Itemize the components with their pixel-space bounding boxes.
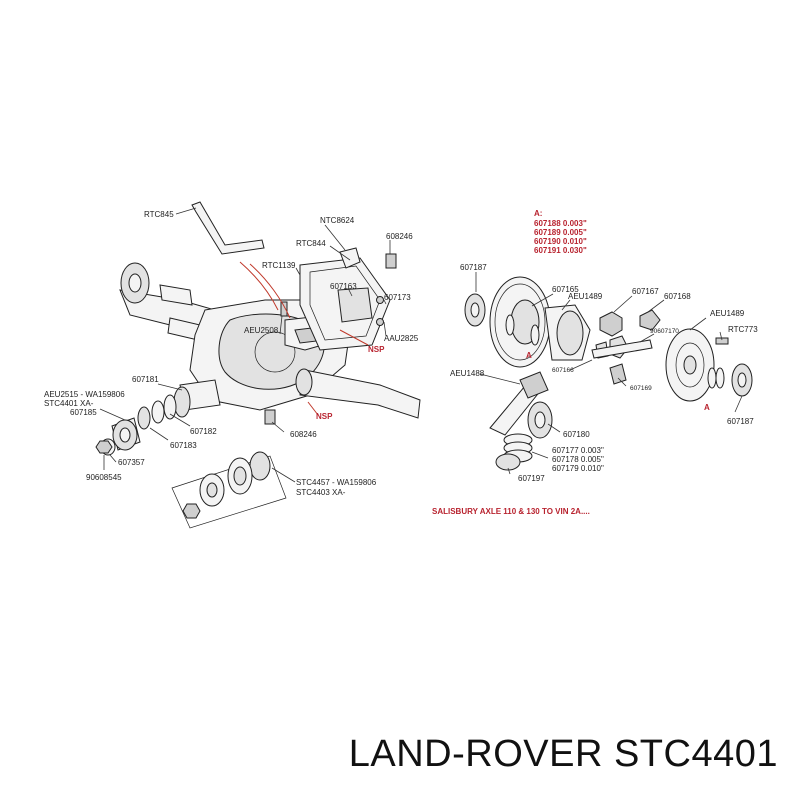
label-608246-bottom: 608246 bbox=[290, 430, 317, 439]
label-607163: 607163 bbox=[330, 282, 357, 291]
label-607180: 607180 bbox=[563, 430, 590, 439]
mark-a-right: A bbox=[704, 403, 710, 412]
label-90607170: 90607170 bbox=[650, 328, 679, 335]
diagram-title: SALISBURY AXLE 110 & 130 TO VIN 2A.... bbox=[432, 507, 590, 516]
label-aau2825: AAU2825 bbox=[384, 334, 419, 343]
shim-line: 607189 0.005" bbox=[534, 228, 587, 237]
shim-line: 607188 0.003" bbox=[534, 219, 587, 228]
label-stc4403: STC4403 XA- bbox=[296, 488, 346, 497]
label-rtc844: RTC844 bbox=[296, 239, 326, 248]
label-607173: 607173 bbox=[384, 293, 411, 302]
axle-housing bbox=[119, 201, 421, 425]
label-90608545: 90608545 bbox=[86, 473, 122, 482]
label-aeu1489-b: AEU1489 bbox=[710, 309, 745, 318]
label-607181: 607181 bbox=[132, 375, 159, 384]
label-607169: 607169 bbox=[630, 385, 652, 392]
label-nsp-top: NSP bbox=[368, 345, 385, 354]
label-607178: 607178 0.005" bbox=[552, 455, 604, 464]
label-rtc773: RTC773 bbox=[728, 325, 758, 334]
seal-kit-group bbox=[171, 451, 287, 529]
label-stc4457: STC4457 - WA159806 bbox=[296, 478, 377, 487]
mark-a-left: A bbox=[526, 351, 532, 360]
label-607187-right: 607187 bbox=[727, 417, 754, 426]
shim-block-header: A: bbox=[534, 209, 542, 218]
label-ntc8624: NTC8624 bbox=[320, 216, 355, 225]
label-aeu1488: AEU1488 bbox=[450, 369, 485, 378]
label-stc4401: STC4401 XA- bbox=[44, 399, 94, 408]
shim-line: 607191 0.030" bbox=[534, 246, 587, 255]
label-aeu2508: AEU2508 bbox=[244, 326, 279, 335]
label-607165: 607165 bbox=[552, 285, 579, 294]
label-nsp-bottom: NSP bbox=[316, 412, 333, 421]
shim-line: 607190 0.010" bbox=[534, 237, 587, 246]
label-607183: 607183 bbox=[170, 441, 197, 450]
label-rtc1139: RTC1139 bbox=[262, 261, 296, 270]
brand-part-caption: LAND-ROVER STC4401 bbox=[348, 733, 778, 775]
label-aeu1489-a: AEU1489 bbox=[568, 292, 603, 301]
label-aeu2515: AEU2515 - WA159806 bbox=[44, 390, 125, 399]
label-607197: 607197 bbox=[518, 474, 545, 483]
pinion-flange-stack bbox=[95, 386, 191, 456]
label-607182: 607182 bbox=[190, 427, 217, 436]
leader-lines bbox=[99, 207, 743, 483]
label-608246-top: 608246 bbox=[386, 232, 413, 241]
label-607177: 607177 0.003" bbox=[552, 446, 604, 455]
label-607168: 607168 bbox=[664, 292, 691, 301]
label-607357: 607357 bbox=[118, 458, 145, 467]
label-607166: 607166 bbox=[552, 367, 574, 374]
label-607179: 607179 0.010" bbox=[552, 464, 604, 473]
label-rtc845: RTC845 bbox=[144, 210, 174, 219]
label-607167: 607167 bbox=[632, 287, 659, 296]
part-labels: RTC845 NTC8624 RTC844 608246 RTC1139 607… bbox=[44, 209, 758, 516]
differential-assembly bbox=[464, 276, 753, 471]
label-607187-left: 607187 bbox=[460, 263, 487, 272]
label-607185: 607185 bbox=[70, 408, 97, 417]
